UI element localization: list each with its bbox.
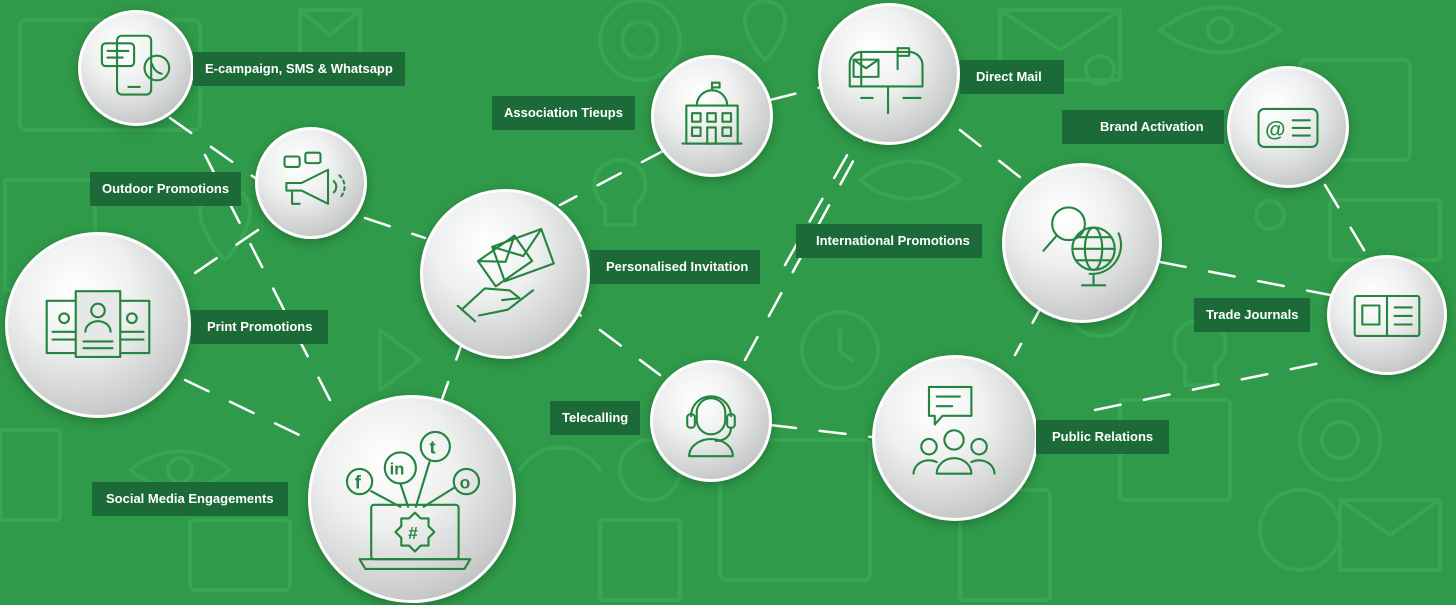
label-direct-mail: Direct Mail (960, 60, 1064, 94)
label-ecampaign: E-campaign, SMS & Whatsapp (193, 52, 405, 86)
phone-chat-icon (100, 34, 171, 96)
megaphone-icon (283, 151, 346, 205)
link-outdoor-print (168, 228, 260, 292)
mailbox-icon (848, 47, 924, 115)
link-brand-trade (1323, 183, 1372, 262)
link-outdoor-personalised (363, 216, 427, 240)
label-brand-activation: Brand Activation (1062, 110, 1224, 144)
print-node (5, 232, 191, 418)
link-telecalling-directmail (743, 128, 872, 362)
personalised-node (420, 189, 590, 359)
trade-journals-node (1327, 255, 1447, 375)
open-book-icon (1353, 294, 1421, 337)
globe-search-icon (1042, 206, 1123, 287)
label-public-relations: Public Relations (1036, 420, 1170, 454)
twitter-glyph: t (429, 436, 435, 457)
social-media-node: f in t o # (308, 395, 516, 603)
label-international: International Promotions (796, 224, 982, 258)
public-relations-node (872, 355, 1038, 521)
link-ecampaign-outdoor (168, 116, 260, 182)
international-node (1002, 163, 1162, 323)
ecampaign-node (78, 10, 194, 126)
link-international-trade (1158, 260, 1332, 297)
association-node (651, 55, 773, 177)
telecalling-node (650, 360, 772, 482)
audience-speech-icon (912, 385, 996, 475)
link-public-trade (1093, 358, 1337, 412)
label-telecalling: Telecalling (550, 401, 641, 435)
link-print-social (183, 378, 322, 447)
instagram-glyph: o (460, 472, 471, 492)
label-outdoor: Outdoor Promotions (90, 172, 242, 206)
label-social-media: Social Media Engagements (92, 482, 288, 516)
link-association-personalised (558, 148, 667, 207)
hashtag-glyph: # (408, 523, 418, 543)
link-telecalling-public (768, 423, 882, 440)
headset-agent-icon (686, 395, 736, 458)
brand-activation-node: @ (1227, 66, 1349, 188)
at-sign-glyph: @ (1265, 119, 1285, 142)
facebook-glyph: f (355, 471, 362, 492)
linkedin-glyph: in (390, 461, 405, 479)
label-print: Print Promotions (191, 310, 329, 344)
label-trade-journals: Trade Journals (1194, 298, 1311, 332)
label-association: Association Tieups (492, 96, 635, 130)
outdoor-node (255, 127, 367, 239)
id-card-icon: @ (1257, 107, 1319, 149)
link-directmail-international (958, 128, 1032, 187)
link-personalised-international (783, 148, 852, 267)
label-personalised: Personalised Invitation (590, 250, 761, 284)
hand-envelope-icon (456, 227, 555, 323)
direct-mail-node (818, 3, 960, 145)
printed-documents-icon (45, 290, 151, 358)
building-icon (681, 81, 743, 145)
laptop-social-icon: f in t o # (345, 430, 481, 570)
